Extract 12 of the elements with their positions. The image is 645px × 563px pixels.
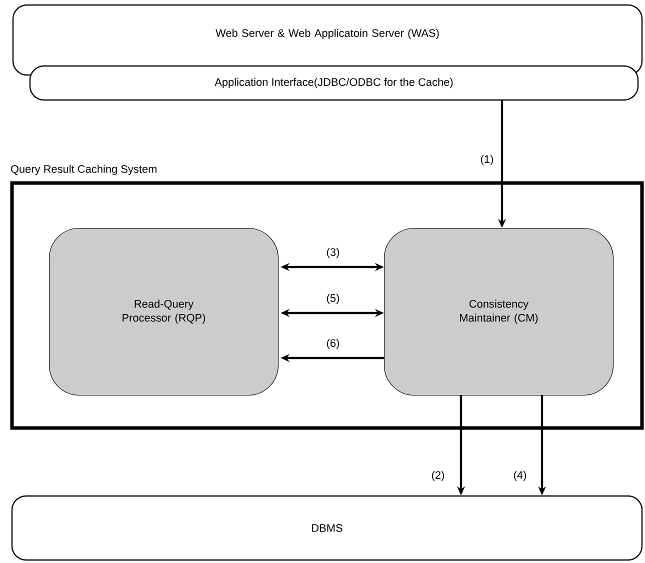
edge-label: (2) <box>432 470 444 482</box>
edge-label: (3) <box>326 248 340 258</box>
server-box: DBMS <box>11 495 643 561</box>
edge-label: (5) <box>326 294 340 304</box>
node-label: Query Result Caching System <box>10 164 156 176</box>
process-box: Consistency Maintainer (CM) <box>384 228 614 396</box>
edge-label: (4) <box>514 470 526 482</box>
edge-label: (6) <box>326 338 340 350</box>
node-label: Application Interface(JDBC/ODBC for the Cache) <box>214 78 453 88</box>
interface-box: Application Interface(JDBC/ODBC for the Cache) <box>29 65 639 101</box>
process-box: Read-Query Processor (RQP) <box>48 228 279 396</box>
edge-label: (1) <box>480 154 494 166</box>
